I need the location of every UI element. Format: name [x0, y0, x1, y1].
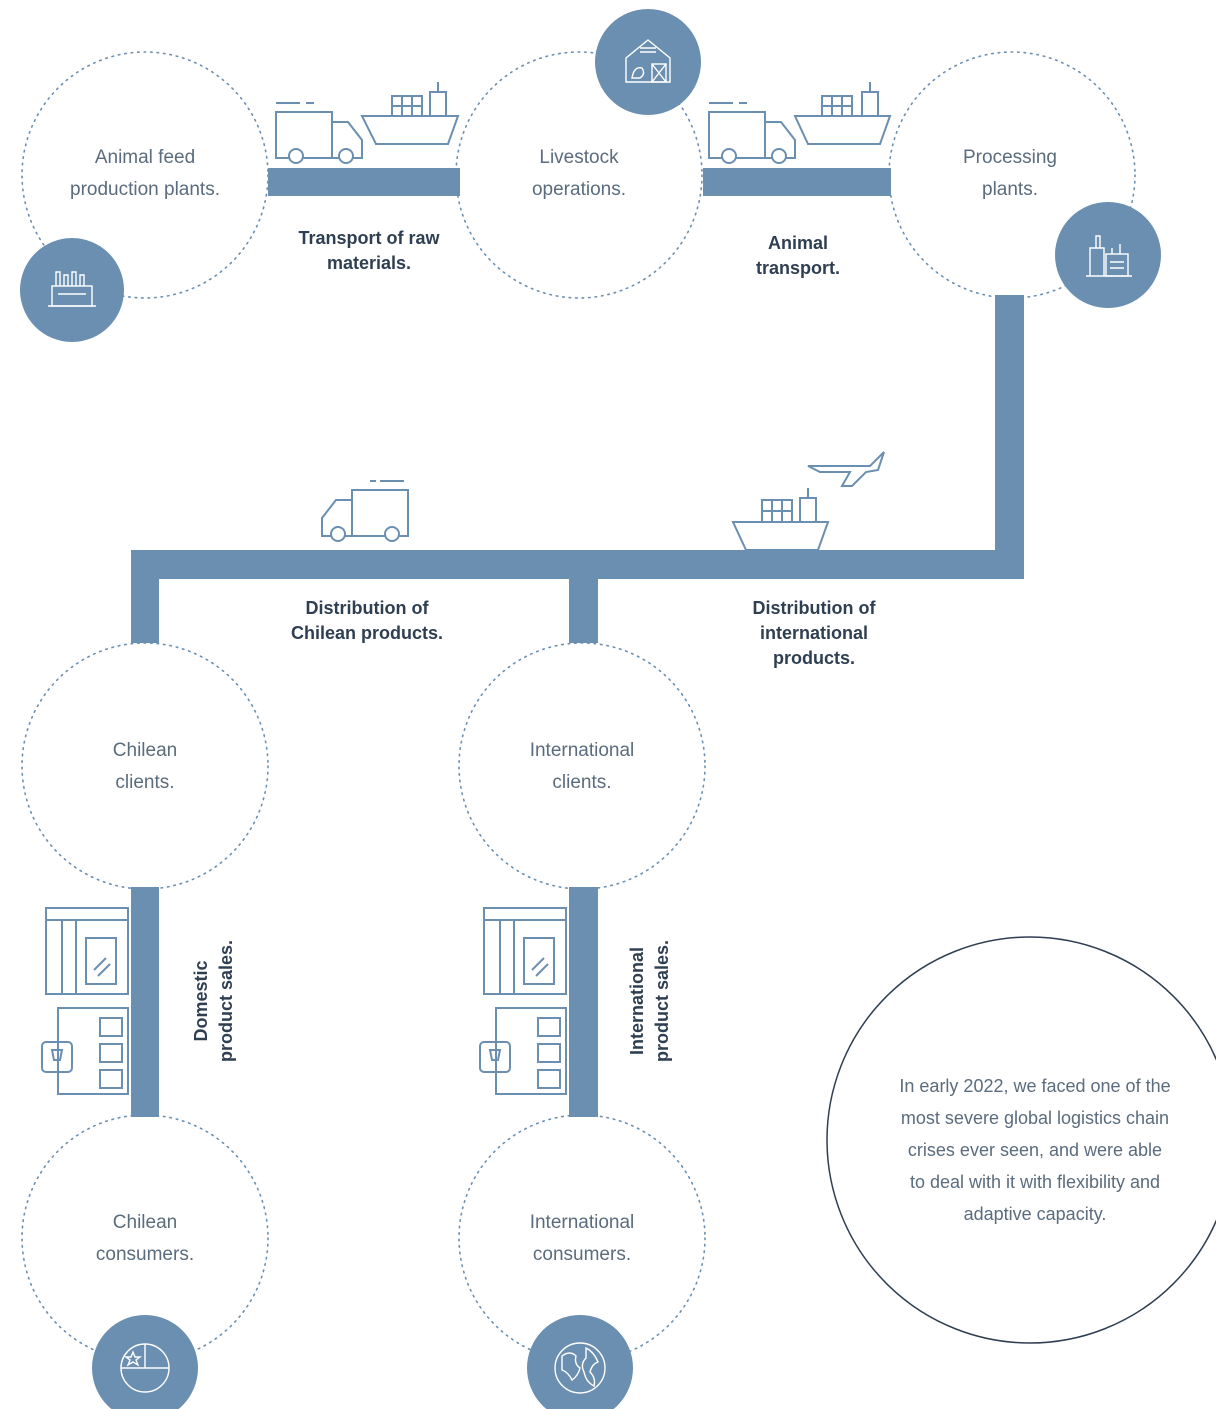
- node-international-clients: International clients.: [529, 740, 635, 793]
- storefront-icon: [483, 907, 567, 995]
- shop-icon: [479, 1007, 567, 1095]
- shop-icon: [41, 1007, 129, 1095]
- international-clients-circle: [458, 642, 706, 890]
- edge-domestic-sales: Domestic product sales.: [191, 939, 236, 1063]
- barn-badge: [595, 9, 701, 115]
- domestic-sales-bar: [131, 887, 159, 1117]
- node-international-consumers: International consumers.: [529, 1212, 635, 1265]
- barn-icon: [625, 39, 671, 83]
- node-livestock: Livestock operations.: [531, 147, 626, 200]
- edge-raw-materials: Transport of raw materials.: [298, 228, 440, 273]
- factory-badge: [20, 238, 124, 342]
- edge-international-distribution: Distribution of international products.: [752, 598, 876, 668]
- airplane-icon: [807, 451, 885, 487]
- globe-icon: [554, 1342, 606, 1394]
- animal-transport-bar: [703, 168, 891, 196]
- quote-circle: [826, 936, 1216, 1344]
- truck-icon: [275, 102, 363, 164]
- storefront-icon: [45, 907, 129, 995]
- quote-text: In early 2022, we faced one of the most …: [899, 1076, 1171, 1224]
- livestock-circle: [455, 51, 703, 299]
- chilean-consumers-circle: [21, 1114, 269, 1362]
- international-drop-bar: [569, 550, 598, 643]
- factory-icon: [48, 271, 96, 307]
- processing-circle: [888, 51, 1136, 299]
- truck-icon: [708, 102, 796, 164]
- globe-badge: [527, 1315, 633, 1409]
- node-chilean-clients: Chilean clients.: [112, 740, 178, 793]
- raw-materials-bar: [268, 168, 460, 196]
- edge-international-sales: International product sales.: [627, 939, 672, 1063]
- chile-flag-icon: [120, 1343, 170, 1393]
- chilean-clients-circle: [21, 642, 269, 890]
- ship-icon: [793, 82, 892, 145]
- international-consumers-circle: [458, 1114, 706, 1362]
- chilean-drop-bar: [131, 550, 159, 643]
- node-chilean-consumers: Chilean consumers.: [95, 1212, 195, 1265]
- feed-plants-circle: [21, 51, 269, 299]
- processing-vertical-bar: [995, 295, 1024, 579]
- node-feed-plants: Animal feed production plants.: [70, 147, 220, 200]
- processing-plant-icon: [1086, 235, 1132, 277]
- node-processing: Processing plants.: [963, 147, 1057, 200]
- ship-icon: [360, 82, 460, 145]
- processing-badge: [1055, 202, 1161, 308]
- edge-chilean-distribution: Distribution of Chilean products.: [290, 598, 443, 643]
- ship-icon: [731, 488, 830, 551]
- international-sales-bar: [569, 887, 598, 1117]
- truck-icon: [321, 480, 409, 542]
- edge-animal-transport: Animal transport.: [755, 233, 840, 278]
